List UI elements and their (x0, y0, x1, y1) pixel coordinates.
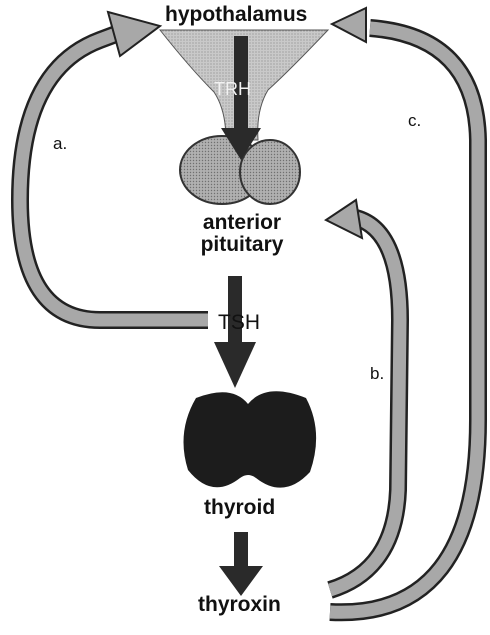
trh-label: TRH (214, 80, 251, 99)
thyroxin-label: thyroxin (198, 594, 281, 616)
loop-c-label: c. (408, 112, 421, 130)
feedback-loop-b (326, 200, 400, 590)
thyroid-label: thyroid (204, 497, 275, 519)
tsh-label: TSH (218, 312, 260, 334)
loop-a-label: a. (53, 135, 67, 153)
thyroxin-arrow (219, 532, 263, 596)
loop-b-label: b. (370, 365, 384, 383)
thyroid-shape (184, 391, 317, 487)
anterior-pituitary-label: anterior pituitary (196, 212, 288, 256)
hypothalamus-label: hypothalamus (165, 4, 307, 26)
